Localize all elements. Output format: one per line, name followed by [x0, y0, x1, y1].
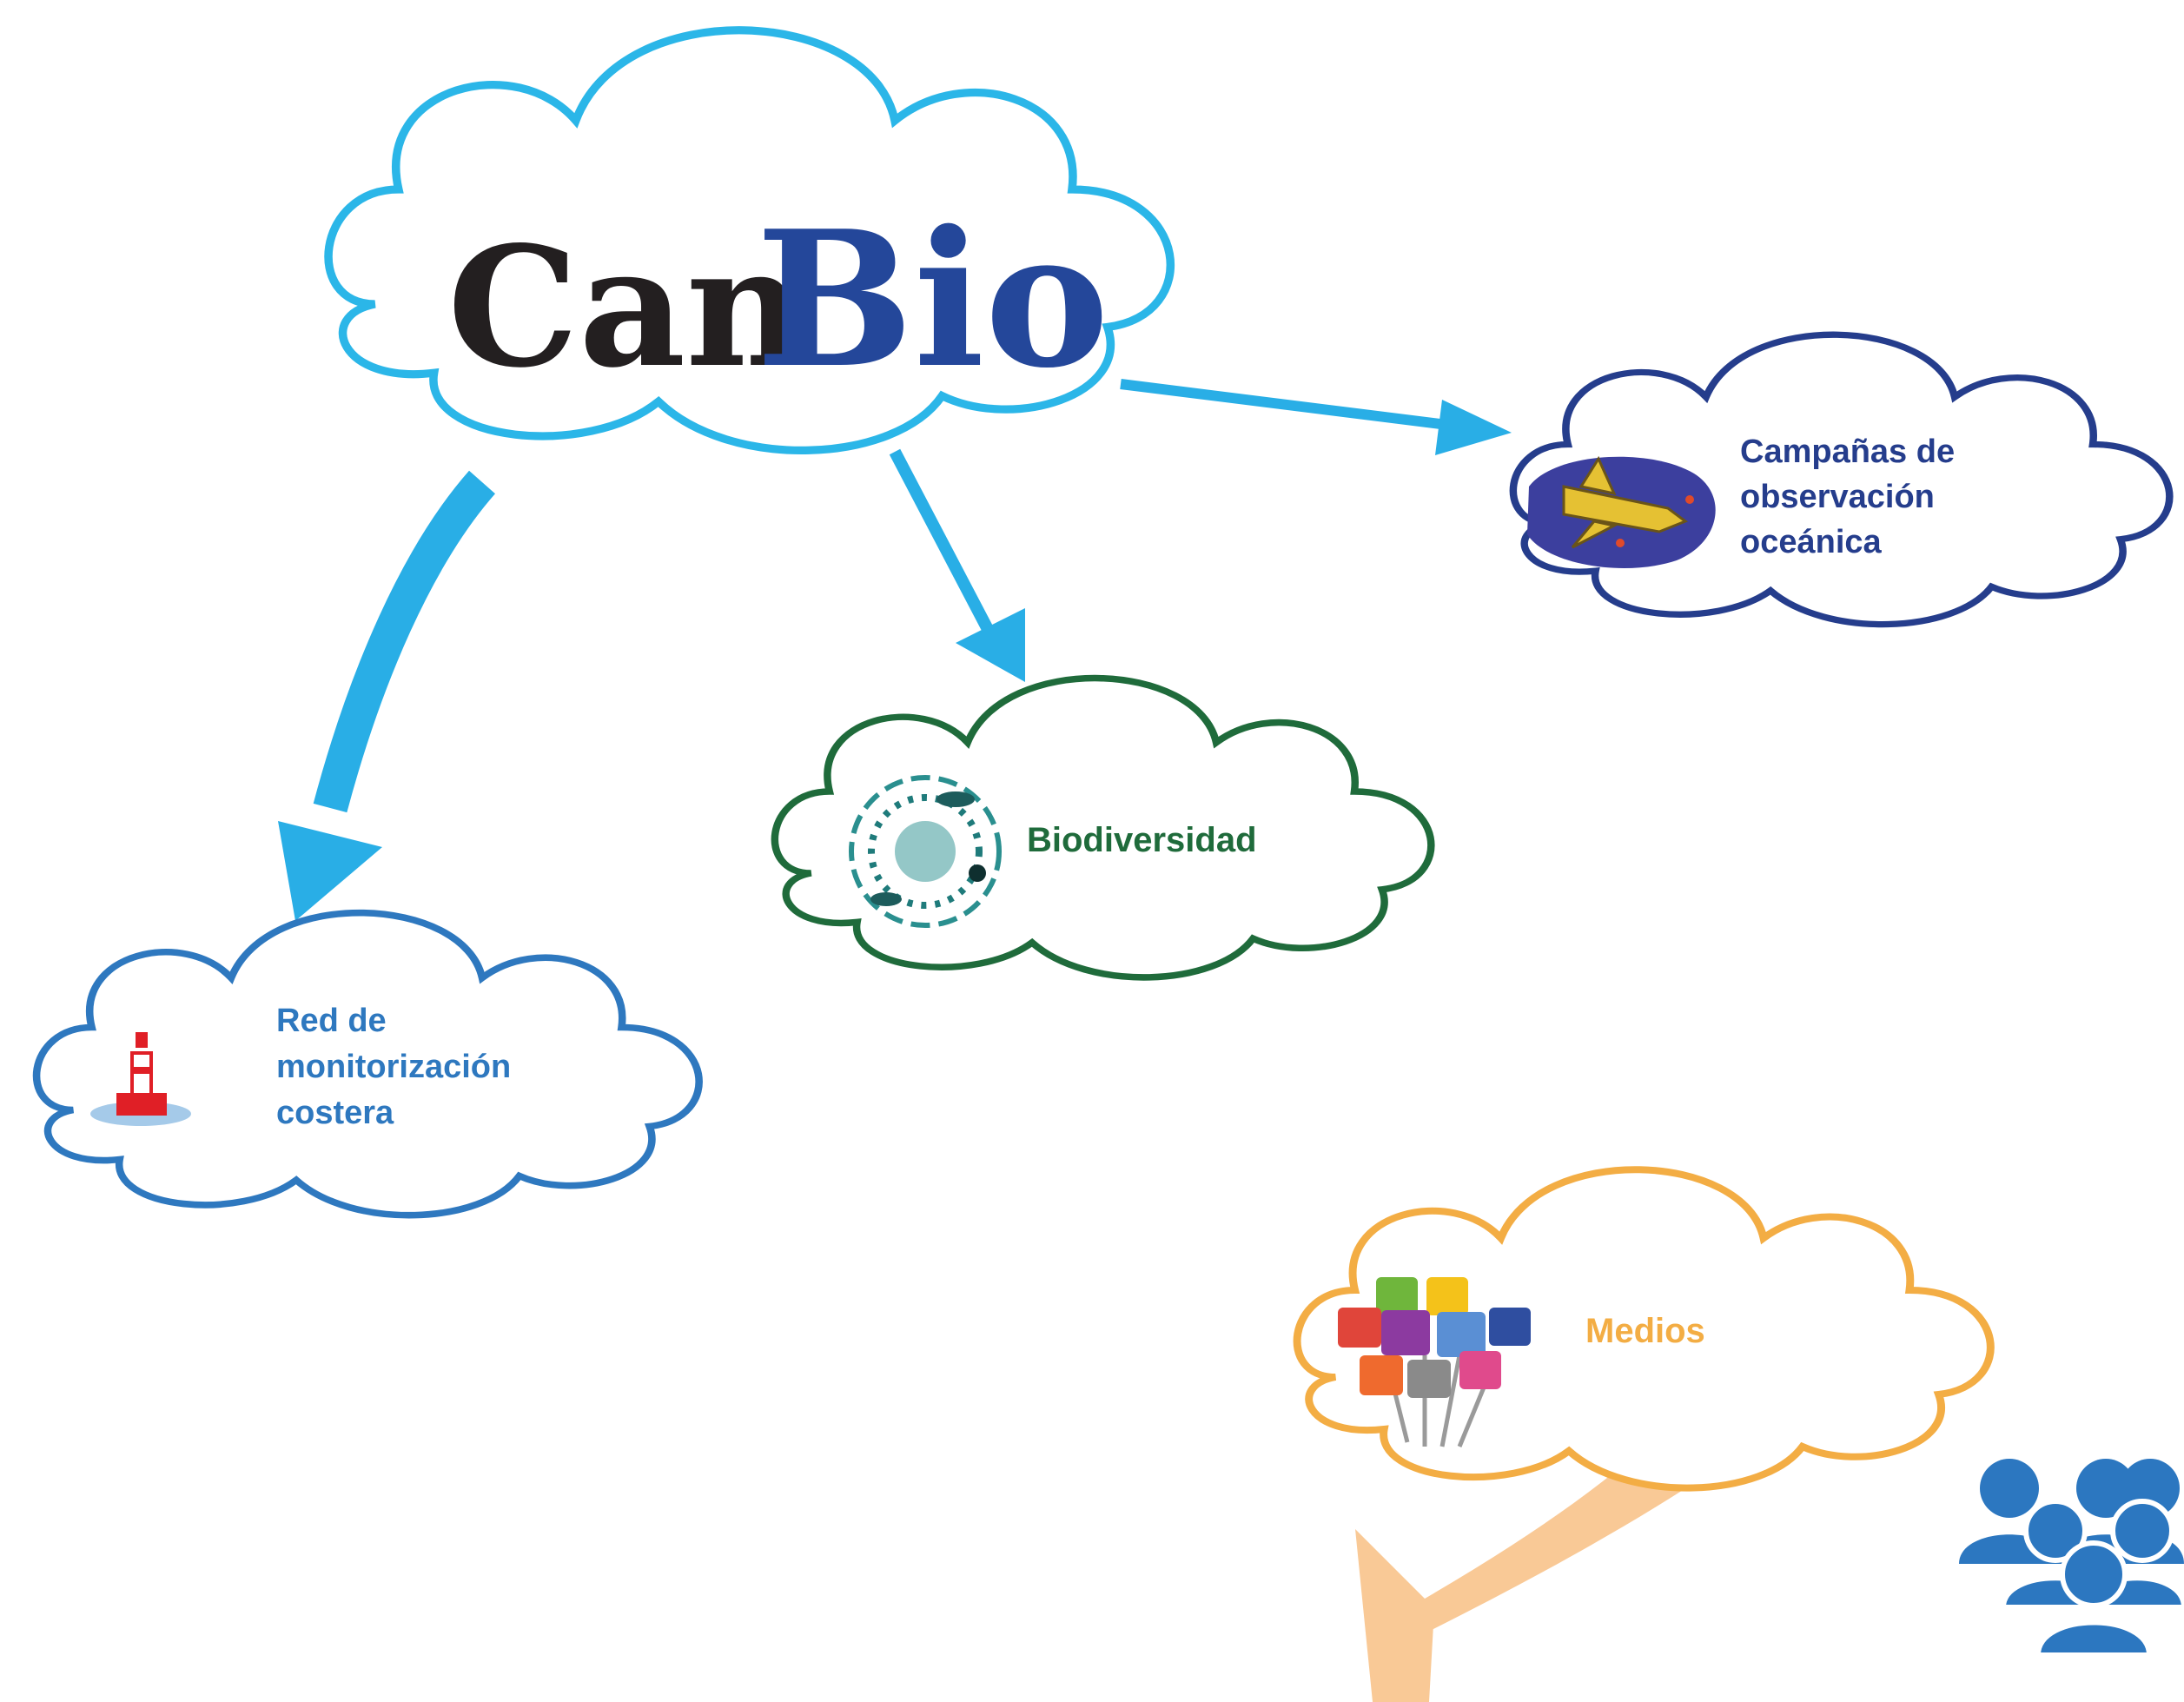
medios-label: Medios [1585, 1312, 1705, 1350]
canbio-title: Can Bio [447, 189, 1109, 409]
arrow-to-biodiversidad [889, 448, 1025, 682]
marine-life-icon [849, 775, 1002, 928]
red-line-2: monitorización [276, 1049, 511, 1085]
buoy-icon [90, 1032, 191, 1126]
campanas-line-2: observación [1740, 479, 1935, 515]
title-bio: Bio [756, 189, 1109, 409]
campanas-line-3: oceánica [1740, 524, 1883, 560]
medios-line-1: Medios [1585, 1312, 1705, 1350]
arrow-to-red [278, 470, 496, 921]
glider-icon [1527, 455, 1716, 568]
people-group-icon [1959, 1459, 2184, 1658]
biodiversidad-line-1: Biodiversidad [1027, 821, 1257, 859]
title-can: Can [447, 210, 805, 404]
social-media-signs-icon [1338, 1277, 1531, 1447]
red-line-1: Red de [276, 1003, 387, 1039]
biodiversidad-label: Biodiversidad [1027, 821, 1257, 859]
red-line-3: costera [276, 1095, 394, 1131]
campanas-label: Campañas de observación oceánica [1740, 434, 1955, 560]
campanas-line-1: Campañas de [1740, 434, 1955, 470]
arrow-to-campanas [1120, 379, 1512, 455]
red-label: Red de monitorización costera [276, 1003, 511, 1131]
